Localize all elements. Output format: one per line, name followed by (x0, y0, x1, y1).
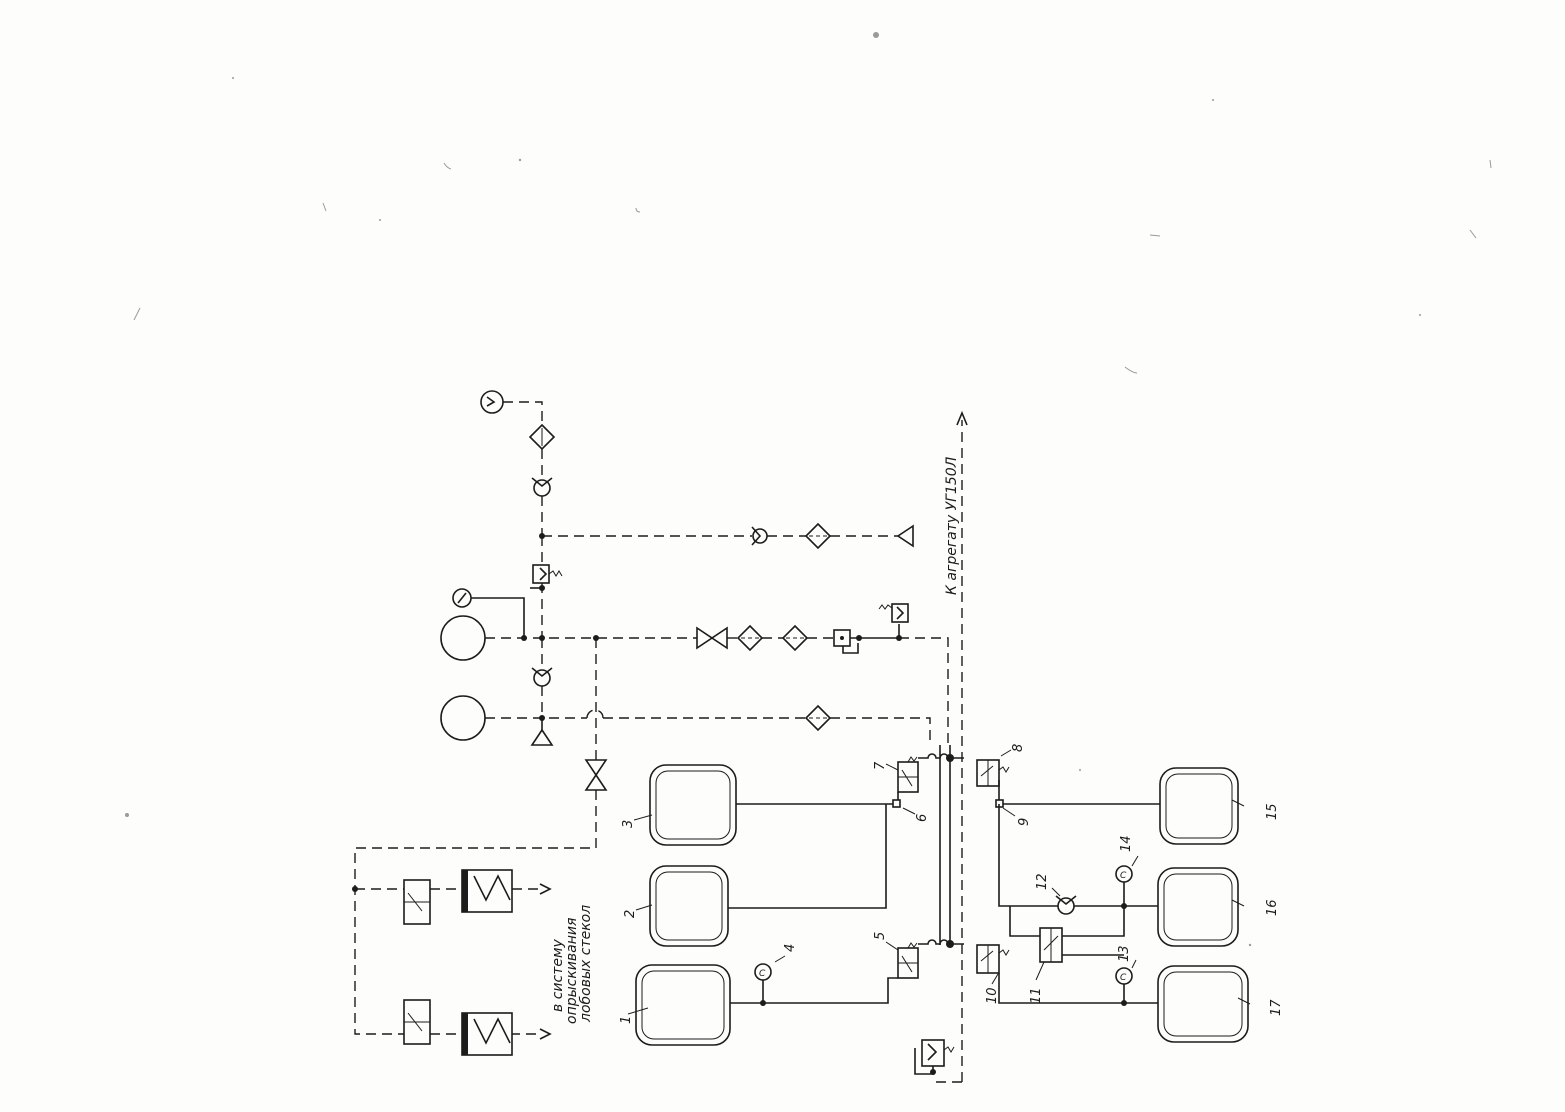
tank-16 (1157, 867, 1239, 947)
tank-17 (1157, 965, 1249, 1043)
receiver-lower (440, 695, 486, 741)
num-1: 1 (619, 1016, 634, 1024)
tank-2 (649, 865, 729, 947)
num-9: 9 (1017, 818, 1032, 826)
gauge-13-icon (1115, 967, 1133, 985)
valve-6-icon (892, 799, 901, 808)
heater-upper-icon (461, 869, 513, 913)
svg-text:C: C (759, 969, 766, 979)
unit-label: К агрегату УГ150Л (944, 456, 960, 595)
num-17: 17 (1269, 999, 1284, 1016)
receiver-upper (440, 615, 486, 661)
tank-1 (635, 964, 731, 1046)
valve-main-icon (696, 626, 714, 650)
valve-branch-icon (584, 759, 608, 777)
tank-15 (1159, 767, 1239, 845)
num-6: 6 (915, 814, 930, 822)
safety-valve-icon (891, 603, 909, 623)
leader-lines (627, 749, 1251, 1015)
supply-network (352, 390, 949, 1056)
num-14: 14 (1119, 835, 1134, 852)
drain-icon (530, 728, 554, 746)
scan-specks (125, 32, 1492, 947)
num-10: 10 (985, 987, 1000, 1004)
num-3: 3 (621, 820, 636, 828)
num-15: 15 (1265, 803, 1280, 820)
compressor-symbol (480, 390, 504, 414)
bottom-regulator-icon (921, 1039, 945, 1067)
num-4: 4 (783, 944, 798, 952)
gauge-14-icon (1115, 865, 1133, 883)
brake-circuits: C C C (635, 745, 1249, 1046)
svg-text:C: C (1120, 871, 1127, 881)
heater-lower-icon (461, 1012, 513, 1056)
tank-3 (649, 764, 737, 846)
num-13: 13 (1117, 945, 1132, 962)
num-8: 8 (1011, 744, 1026, 752)
unit-line (914, 410, 968, 1083)
num-16: 16 (1265, 899, 1280, 916)
num-5: 5 (873, 932, 888, 940)
spray-label-line2: опрыскивания (564, 918, 580, 1024)
gauge-4-icon (754, 963, 772, 981)
intake-icon (896, 524, 914, 548)
num-12: 12 (1035, 873, 1050, 890)
num-7: 7 (873, 761, 888, 770)
spray-label-line1: в систему (550, 938, 566, 1012)
num-11: 11 (1029, 987, 1044, 1004)
svg-text:C: C (1120, 973, 1127, 983)
num-2: 2 (623, 910, 638, 918)
spray-label-line3: лобовых стекол (578, 905, 594, 1023)
labels: К агрегату УГ150Л в систему опрыскивания… (550, 456, 1284, 1024)
